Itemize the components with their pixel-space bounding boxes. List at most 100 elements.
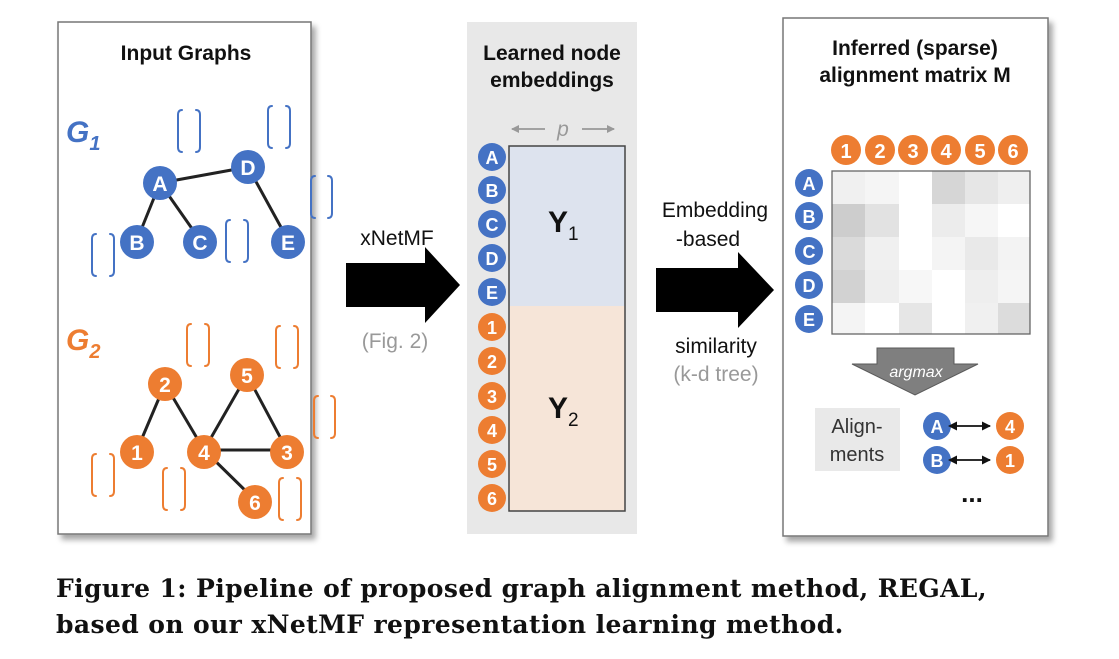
embedding-matrix-border <box>508 145 626 512</box>
svg-text:E: E <box>803 310 815 330</box>
g1-node-d: D <box>231 150 265 184</box>
alignment-pair-2: B 1 <box>923 446 1024 474</box>
dimension-label: p <box>556 118 569 141</box>
svg-text:C: C <box>192 232 207 255</box>
svg-text:A: A <box>486 148 499 168</box>
row-node-d: D <box>478 244 506 272</box>
alignment-heatmap <box>831 170 1031 335</box>
vector-bracket-icon <box>162 467 186 511</box>
g1-subscript: 1 <box>89 133 100 155</box>
svg-text:B: B <box>931 451 944 471</box>
svg-text:3: 3 <box>281 442 293 465</box>
vector-bracket-icon <box>91 453 115 497</box>
vector-bracket-icon <box>186 323 210 367</box>
g1-nodes: A D B C E <box>120 150 305 259</box>
alignments-ellipsis: ... <box>961 478 983 508</box>
svg-text:5: 5 <box>974 141 985 163</box>
matrix-row-node-c: C <box>795 237 823 265</box>
svg-text:4: 4 <box>198 442 210 465</box>
svg-text:3: 3 <box>907 141 918 163</box>
row-node-a: A <box>478 143 506 171</box>
embeddings-title-line2: embeddings <box>490 69 614 92</box>
svg-text:5: 5 <box>487 455 497 475</box>
svg-text:A: A <box>931 417 944 437</box>
alignments-box <box>815 408 900 471</box>
xnetmf-arrow: xNetMF (Fig. 2) <box>346 227 460 353</box>
argmax-arrow: argmax <box>851 347 979 396</box>
svg-text:4: 4 <box>1005 417 1015 437</box>
col-node-3: 3 <box>898 135 928 165</box>
vector-bracket-icon <box>275 325 299 369</box>
svg-text:A: A <box>803 174 816 194</box>
g1-vector-icons <box>91 105 333 277</box>
svg-text:1: 1 <box>131 442 143 465</box>
g2-node-6: 6 <box>238 485 272 519</box>
svg-text:C: C <box>803 242 816 262</box>
row-node-5: 5 <box>478 450 506 478</box>
row-node-4: 4 <box>478 416 506 444</box>
g1-node-b: B <box>120 225 154 259</box>
g2-node-4: 4 <box>187 435 221 469</box>
vector-bracket-icon <box>278 477 302 521</box>
pipeline-diagram: Input Graphs G1 A D B C E <box>57 17 1049 537</box>
embeddings-title-line1: Learned node <box>483 42 621 65</box>
g2-node-3: 3 <box>270 435 304 469</box>
similarity-label-line2: -based <box>676 228 740 251</box>
svg-text:C: C <box>486 215 499 235</box>
g1-node-c: C <box>183 225 217 259</box>
row-node-1: 1 <box>478 313 506 341</box>
similarity-label-line3: similarity <box>675 335 757 358</box>
svg-text:1: 1 <box>1005 451 1015 471</box>
vector-bracket-icon <box>313 395 336 439</box>
svg-text:4: 4 <box>940 141 952 163</box>
embedding-row-labels: A B C D E 1 2 3 4 5 6 <box>478 143 506 512</box>
svg-text:2: 2 <box>874 141 885 163</box>
y1-block <box>509 146 625 306</box>
col-node-5: 5 <box>965 135 995 165</box>
svg-text:E: E <box>486 283 498 303</box>
svg-text:E: E <box>281 232 295 255</box>
svg-text:1: 1 <box>487 318 497 338</box>
xnetmf-label: xNetMF <box>360 227 434 250</box>
matrix-row-node-a: A <box>795 169 823 197</box>
svg-text:A: A <box>152 173 167 196</box>
vector-bracket-icon <box>225 219 249 263</box>
input-graphs-panel: Input Graphs G1 A D B C E <box>57 21 336 535</box>
col-node-2: 2 <box>865 135 895 165</box>
g2-subscript: 2 <box>88 341 100 363</box>
svg-text:D: D <box>486 249 499 269</box>
vector-bracket-icon <box>177 109 201 153</box>
row-node-2: 2 <box>478 347 506 375</box>
row-node-c: C <box>478 210 506 238</box>
svg-text:D: D <box>803 276 816 296</box>
g2-node-2: 2 <box>148 367 182 401</box>
xnetmf-sublabel: (Fig. 2) <box>362 330 429 353</box>
g2-vector-icons <box>91 323 336 521</box>
similarity-arrow: Embedding -based similarity (k-d tree) <box>656 199 774 386</box>
g2-letter: G <box>66 324 89 357</box>
matrix-column-labels: 1 2 3 4 5 6 <box>831 135 1028 165</box>
matrix-row-node-e: E <box>795 305 823 333</box>
matrix-row-node-b: B <box>795 202 823 230</box>
svg-text:B: B <box>803 207 816 227</box>
row-node-e: E <box>478 278 506 306</box>
alignment-matrix-panel: Inferred (sparse) alignment matrix M 1 2… <box>782 17 1049 537</box>
alignment-pair-1: A 4 <box>923 412 1024 440</box>
matrix-title-line2: alignment matrix M <box>819 64 1010 87</box>
embeddings-panel: Learned node embeddings p Y1 Y2 A B C D … <box>467 22 637 534</box>
g2-label: G2 <box>66 324 100 363</box>
alignments-label-line2: ments <box>830 444 884 466</box>
g2-node-5: 5 <box>230 358 264 392</box>
matrix-title-line1: Inferred (sparse) <box>832 37 998 60</box>
vector-bracket-icon <box>310 175 333 219</box>
row-node-6: 6 <box>478 484 506 512</box>
svg-text:4: 4 <box>487 421 497 441</box>
svg-text:6: 6 <box>487 489 497 509</box>
svg-text:B: B <box>486 181 499 201</box>
svg-text:1: 1 <box>840 141 851 163</box>
g1-node-a: A <box>143 166 177 200</box>
g2-nodes: 2 5 1 4 3 6 <box>120 358 304 519</box>
svg-text:3: 3 <box>487 387 497 407</box>
alignments-label-line1: Align- <box>831 416 882 438</box>
svg-text:6: 6 <box>249 492 261 515</box>
